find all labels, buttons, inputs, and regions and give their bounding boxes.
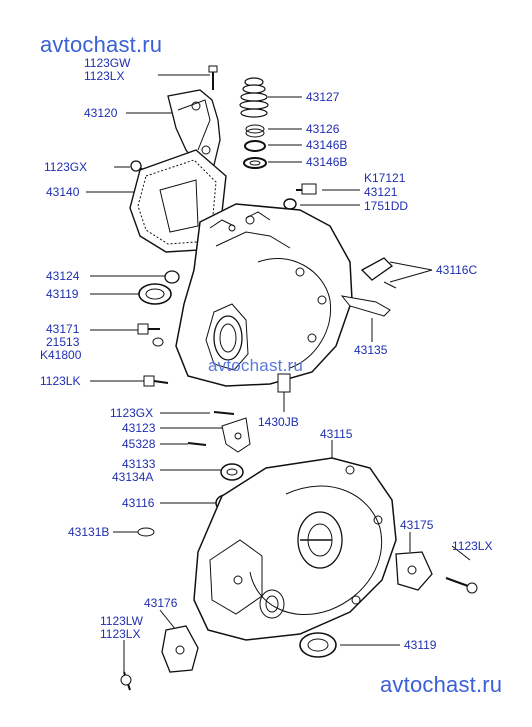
part-label: 43131B [68,525,110,539]
part-label: 1123LX [84,69,125,83]
part-label: 1123LW [100,614,143,628]
watermark-top: avtochast.ru [40,32,163,57]
part-label: 45328 [122,437,156,451]
part-label: 43175 [400,518,434,532]
part-label: 43127 [306,90,340,104]
part-label: 43135 [354,343,388,357]
part-label: 43134A [112,470,154,484]
part-label: 43146B [306,155,348,169]
part-label: 1123GX [44,160,88,174]
part-label: 43123 [122,421,156,435]
watermark-bottom: avtochast.ru [380,672,503,697]
part-label: 43140 [46,185,80,199]
part-label: 1123LK [40,374,81,388]
part-label: 43146B [306,138,348,152]
part-label: 43119 [404,638,437,652]
part-label: 43176 [144,596,178,610]
part-label: 43121 [364,185,398,199]
part-label: K41800 [40,348,82,362]
part-label: 43171 [46,322,80,336]
part-label: 43116 [122,496,155,510]
part-label: 43119 [46,287,79,301]
part-label: 1430JB [258,415,299,429]
part-label: 43115 [320,427,353,441]
part-label: 1751DD [364,199,409,213]
part-label: 1123LX [100,627,141,641]
part-label: 43120 [84,106,118,120]
part-label: 43124 [46,269,80,283]
part-label: 1123GX [110,406,154,420]
part-label: 21513 [46,335,80,349]
part-label: 43126 [306,122,340,136]
part-label: 43133 [122,457,156,471]
part-label: 1123LX [452,539,493,553]
part-label: 1123GW [84,56,131,70]
part-label: K17121 [364,171,406,185]
watermark-middle: avtochast.ru [208,356,304,375]
part-label: 43116C [436,263,478,277]
